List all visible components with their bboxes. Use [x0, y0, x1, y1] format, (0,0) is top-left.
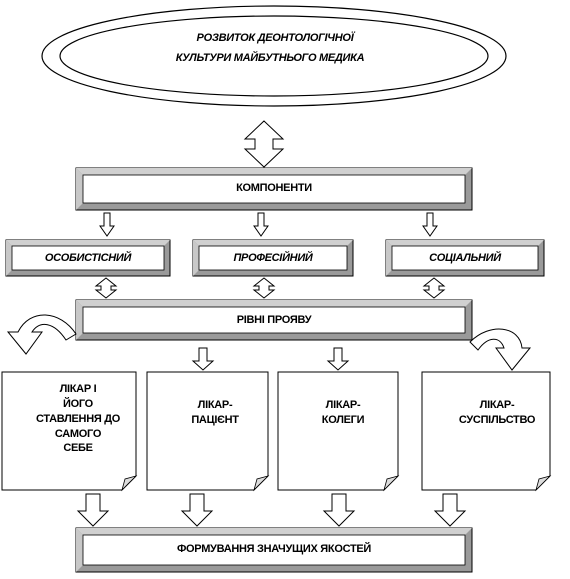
relation-colleagues-box: [277, 371, 400, 492]
personal-label: ОСОБИСТІСНИЙ: [44, 252, 132, 264]
double-arrow-professional-levels: [252, 277, 276, 299]
relation-society-box: [421, 371, 552, 492]
title-line-2: КУЛЬТУРИ МАЙБУТНЬОГО МЕДИКА: [175, 52, 365, 64]
arrow-components-to-social: [422, 212, 438, 237]
relation-colleagues-line-1: ЛІКАР-: [325, 399, 361, 411]
arrow-colleagues-to-result: [322, 493, 356, 527]
relation-colleagues-text: ЛІКАР- КОЛЕГИ: [278, 398, 408, 428]
levels-label: РІВНІ ПРОЯВУ: [236, 314, 312, 326]
components-bar: [75, 167, 473, 211]
relation-society-text: ЛІКАР- СУСПІЛЬСТВО: [432, 398, 562, 428]
result-label: ФОРМУВАННЯ ЗНАЧУЩИХ ЯКОСТЕЙ: [176, 543, 372, 555]
relation-self-line-5: СЕБЕ: [63, 442, 93, 455]
arrow-self-to-result: [76, 493, 110, 527]
double-arrow-personal-levels: [94, 277, 118, 299]
relation-self-box: [1, 371, 138, 492]
relation-colleagues-line-2: КОЛЕГИ: [321, 413, 365, 426]
relation-society-line-1: ЛІКАР-: [479, 399, 515, 411]
arrow-society-to-result: [433, 493, 467, 527]
arrow-components-to-personal: [99, 212, 115, 237]
levels-bar: [75, 299, 473, 341]
professional-label: ПРОФЕСІЙНИЙ: [233, 252, 313, 264]
arrow-patient-to-result: [180, 493, 214, 527]
relation-patient-line-1: ЛІКАР-: [197, 399, 233, 411]
relation-patient-box: [146, 371, 270, 492]
arrow-components-to-professional: [253, 212, 269, 237]
relation-self-line-4: САМОГО: [54, 427, 102, 440]
social-label: СОЦІАЛЬНИЙ: [429, 252, 501, 264]
curved-arrow-left: [6, 314, 77, 355]
components-label: КОМПОНЕНТИ: [236, 182, 312, 194]
relation-patient-text: ЛІКАР- ПАЦІЄНТ: [150, 398, 280, 428]
title-ellipse: [41, 5, 507, 107]
professional-box: [192, 239, 354, 277]
title-line-1: РОЗВИТОК ДЕОНТОЛОГІЧНОЇ: [196, 32, 354, 44]
arrow-levels-to-colleagues: [326, 347, 350, 371]
result-bar: [75, 527, 473, 573]
relation-self-line-1: ЛІКАР І: [59, 383, 97, 395]
double-arrow-social-levels: [422, 277, 446, 299]
double-arrow-title-components: [243, 120, 285, 168]
relation-self-line-3: СТАВЛЕННЯ ДО: [35, 412, 120, 425]
relation-self-text: ЛІКАР І ЙОГО СТАВЛЕННЯ ДО САМОГО СЕБЕ: [18, 382, 138, 456]
arrow-levels-to-patient: [191, 347, 215, 371]
personal-box: [5, 239, 171, 277]
relation-self-line-2: ЙОГО: [63, 397, 93, 410]
social-box: [385, 239, 545, 277]
curved-arrow-right: [469, 328, 532, 371]
relation-patient-line-2: ПАЦІЄНТ: [191, 413, 239, 426]
relation-society-line-2: СУСПІЛЬСТВО: [458, 413, 536, 426]
